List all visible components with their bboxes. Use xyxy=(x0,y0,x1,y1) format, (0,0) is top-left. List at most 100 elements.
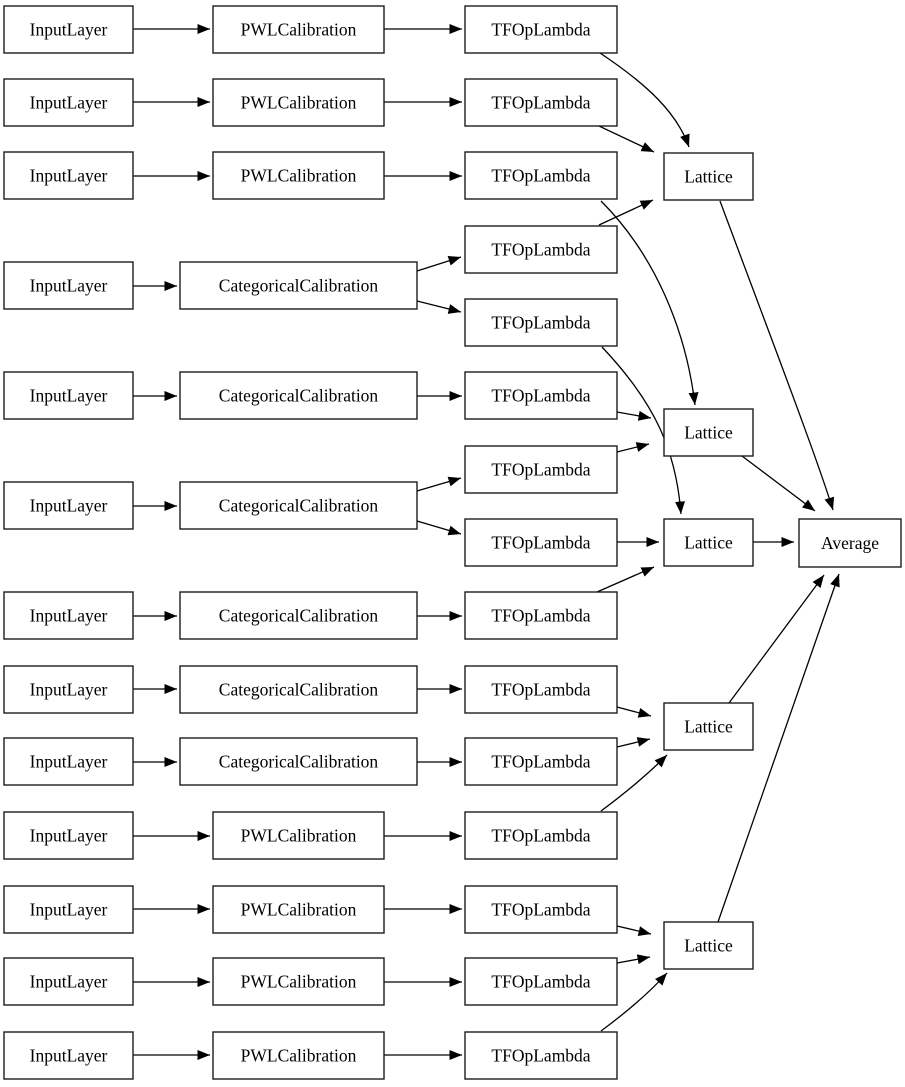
node-lat_2: Lattice xyxy=(663,518,754,567)
node-label: TFOpLambda xyxy=(491,971,590,991)
node-box xyxy=(179,481,418,530)
node-box xyxy=(464,298,618,347)
node-tf_8: TFOpLambda xyxy=(464,591,618,640)
node-label: InputLayer xyxy=(30,275,108,295)
edge-lat_0-avg xyxy=(719,200,835,511)
node-il_9: InputLayer xyxy=(3,811,134,860)
node-label: TFOpLambda xyxy=(491,1045,590,1065)
node-label: PWLCalibration xyxy=(241,19,357,39)
edge-tf_2-lat_1 xyxy=(600,200,699,406)
node-box xyxy=(464,1031,618,1080)
node-label: InputLayer xyxy=(30,971,108,991)
node-label: CategoricalCalibration xyxy=(219,385,379,405)
node-label: TFOpLambda xyxy=(491,459,590,479)
node-label: Lattice xyxy=(684,532,733,552)
node-lat_3: Lattice xyxy=(663,702,754,751)
node-box xyxy=(3,151,134,200)
node-label: TFOpLambda xyxy=(491,239,590,259)
node-tf_11: TFOpLambda xyxy=(464,811,618,860)
node-box xyxy=(663,702,754,751)
node-label: TFOpLambda xyxy=(491,532,590,552)
node-cal_1: PWLCalibration xyxy=(212,78,385,127)
node-cal_6: CategoricalCalibration xyxy=(179,591,418,640)
node-box xyxy=(212,151,385,200)
edge-tf_0-lat_0 xyxy=(599,52,690,148)
node-box xyxy=(3,737,134,786)
node-box xyxy=(3,5,134,54)
node-il_5: InputLayer xyxy=(3,481,134,530)
node-label: CategoricalCalibration xyxy=(219,679,379,699)
node-box xyxy=(212,957,385,1006)
node-box xyxy=(179,261,418,310)
node-cal_5: CategoricalCalibration xyxy=(179,481,418,530)
node-label: InputLayer xyxy=(30,751,108,771)
node-box xyxy=(464,78,618,127)
edge-tf_9-lat_3 xyxy=(616,706,652,718)
node-box xyxy=(3,811,134,860)
node-box xyxy=(464,371,618,420)
node-label: Lattice xyxy=(684,422,733,442)
node-box xyxy=(3,1031,134,1080)
node-box xyxy=(663,921,754,970)
node-label: PWLCalibration xyxy=(241,971,357,991)
node-box xyxy=(464,225,618,274)
node-label: CategoricalCalibration xyxy=(219,275,379,295)
node-box xyxy=(464,591,618,640)
node-label: InputLayer xyxy=(30,385,108,405)
node-label: Lattice xyxy=(684,935,733,955)
node-il_10: InputLayer xyxy=(3,885,134,934)
node-label: InputLayer xyxy=(30,495,108,515)
node-label: PWLCalibration xyxy=(241,899,357,919)
node-label: PWLCalibration xyxy=(241,1045,357,1065)
node-box xyxy=(179,371,418,420)
node-cal_8: CategoricalCalibration xyxy=(179,737,418,786)
edge-tf_3-lat_0 xyxy=(598,199,654,226)
node-box xyxy=(179,737,418,786)
node-il_3: InputLayer xyxy=(3,261,134,310)
node-box xyxy=(3,78,134,127)
node-label: PWLCalibration xyxy=(241,825,357,845)
node-box xyxy=(212,811,385,860)
node-box xyxy=(464,445,618,494)
node-tf_4: TFOpLambda xyxy=(464,298,618,347)
node-box xyxy=(212,885,385,934)
node-box xyxy=(212,1031,385,1080)
node-label: CategoricalCalibration xyxy=(219,605,379,625)
node-box xyxy=(798,518,902,568)
node-label: Lattice xyxy=(684,166,733,186)
node-tf_13: TFOpLambda xyxy=(464,957,618,1006)
edge-tf_11-lat_3 xyxy=(600,754,668,812)
edge-tf_10-lat_3 xyxy=(616,737,651,748)
node-il_4: InputLayer xyxy=(3,371,134,420)
edge-tf_4-lat_2 xyxy=(601,346,686,515)
node-label: TFOpLambda xyxy=(491,825,590,845)
edge-tf_12-lat_4 xyxy=(616,925,652,937)
node-il_0: InputLayer xyxy=(3,5,134,54)
node-il_12: InputLayer xyxy=(3,1031,134,1080)
node-label: InputLayer xyxy=(30,899,108,919)
node-label: TFOpLambda xyxy=(491,605,590,625)
node-box xyxy=(3,481,134,530)
node-label: InputLayer xyxy=(30,165,108,185)
edge-lat_1-avg xyxy=(741,455,816,512)
node-label: InputLayer xyxy=(30,19,108,39)
node-label: TFOpLambda xyxy=(491,92,590,112)
node-lat_4: Lattice xyxy=(663,921,754,970)
node-tf_7: TFOpLambda xyxy=(464,518,618,567)
node-box xyxy=(3,591,134,640)
edge-tf_13-lat_4 xyxy=(616,954,651,965)
edge-tf_5-lat_1 xyxy=(616,410,652,421)
node-label: InputLayer xyxy=(30,1045,108,1065)
node-label: InputLayer xyxy=(30,605,108,625)
node-label: InputLayer xyxy=(30,92,108,112)
node-cal_11: PWLCalibration xyxy=(212,957,385,1006)
node-tf_5: TFOpLambda xyxy=(464,371,618,420)
node-box xyxy=(464,5,618,54)
node-tf_12: TFOpLambda xyxy=(464,885,618,934)
node-lat_1: Lattice xyxy=(663,408,754,457)
node-tf_9: TFOpLambda xyxy=(464,665,618,714)
node-cal_4: CategoricalCalibration xyxy=(179,371,418,420)
edge-tf_1-lat_0 xyxy=(598,125,655,153)
node-box xyxy=(464,957,618,1006)
node-label: Average xyxy=(821,533,879,553)
